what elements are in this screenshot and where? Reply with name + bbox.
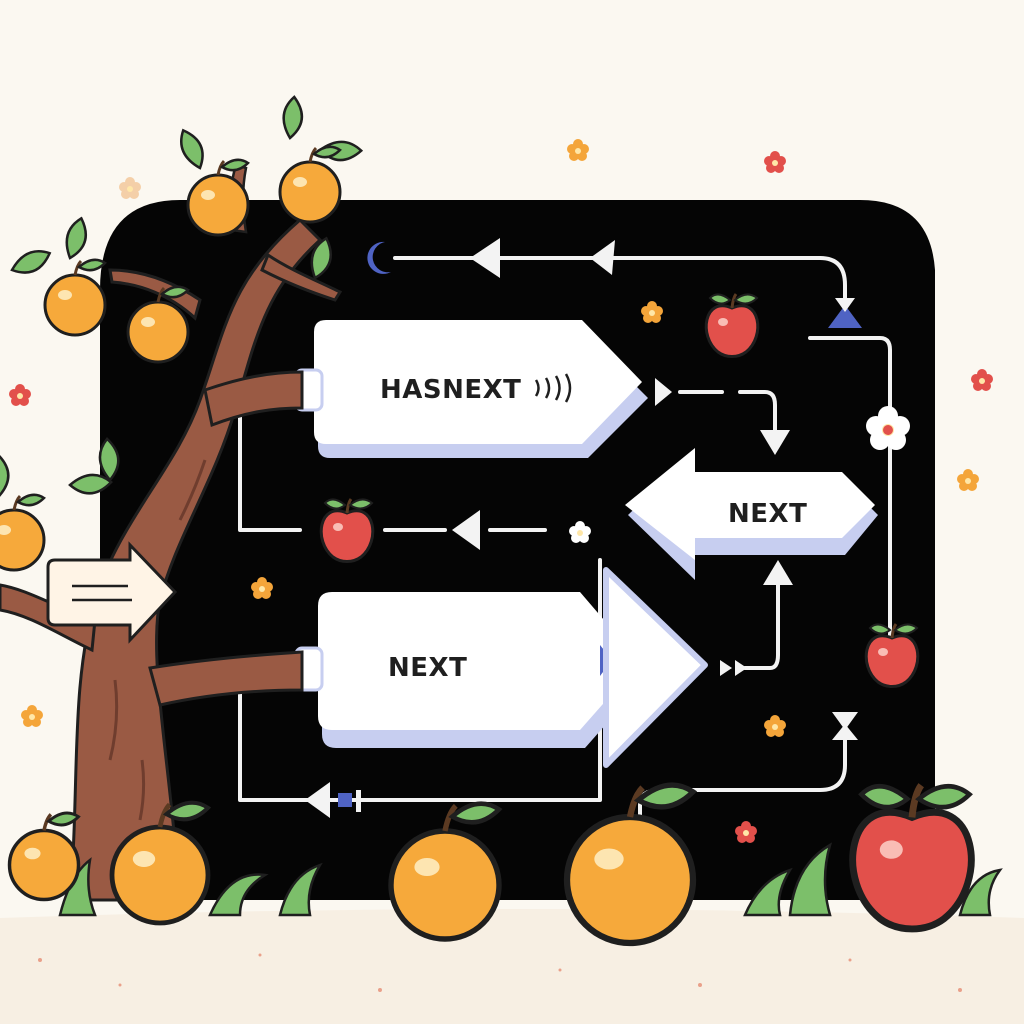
hasnext-label: HASNEXT — [380, 375, 521, 405]
marker-icon — [338, 793, 352, 807]
next-node-right: NEXT — [625, 448, 878, 580]
next-node-bottom: NEXT — [294, 592, 645, 748]
arrow-icon — [305, 238, 858, 818]
marker-icon — [356, 790, 361, 812]
hasnext-node: HASNEXT — [294, 320, 648, 458]
ground-speckles — [38, 953, 962, 992]
ground — [0, 909, 1024, 1024]
signpost-arrow — [46, 541, 178, 644]
arrow-icon — [828, 305, 862, 328]
next-bottom-label: NEXT — [388, 653, 467, 683]
arrow-icon — [835, 298, 855, 312]
flower-center — [883, 425, 893, 435]
pointer-arrow — [603, 567, 708, 768]
moon-icon — [367, 241, 391, 274]
next-right-label: NEXT — [728, 499, 807, 529]
grass-tuft — [58, 842, 1003, 917]
